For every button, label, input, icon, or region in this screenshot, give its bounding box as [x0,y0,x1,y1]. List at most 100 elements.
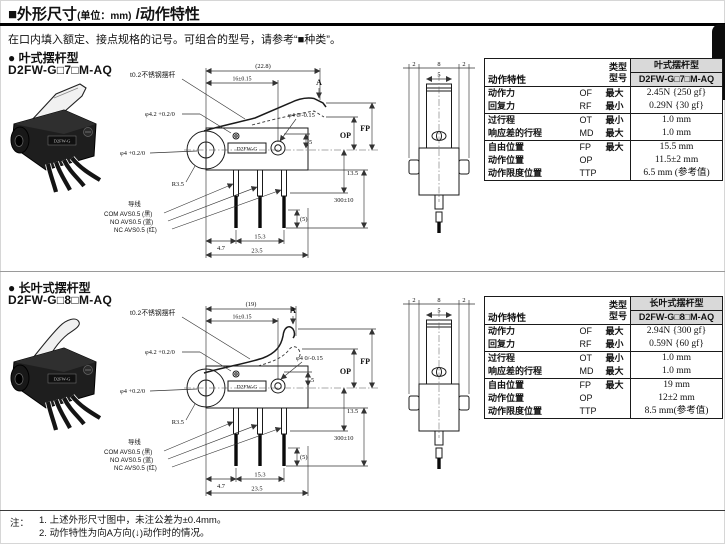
lead-label-nc: NC AVS0.5 (红) [114,226,157,234]
side-dim-2r: 2 [462,297,465,304]
photo-wires [45,156,102,193]
side-dim-2l: 2 [412,61,415,68]
dim-wire-length: 300±10 [334,435,353,442]
side-dim-2l: 2 [412,297,415,304]
dim-15-3: 15.3 [254,234,265,241]
dim-fp: FP [360,124,370,133]
note-item: 2. 动作特性为向A方向(↓)动作时的情况。 [39,527,210,539]
direction-label: A [290,306,296,315]
dim-hole-pitch: 16±0.15 [232,77,251,83]
drawing-body-label: D2FW-G [237,147,258,153]
dimension-drawing-long-leaf-lever: D2FW-G (19) 16±0.15 t0.2不锈钢摆杆 φ4.2 +0.2/… [104,301,378,496]
lever-material-note: t0.2不锈钢摆杆 [130,308,176,317]
side-dim-8: 8 [437,297,440,304]
dim-hole-top: φ4.2 +0.2/0 [145,349,175,356]
table-corner-label: 动作特性 [484,58,603,87]
section1-model: D2FW-G□7□M-AQ [8,63,113,77]
dim-overall-width: (22.8) [255,63,270,70]
dimension-drawing-leaf-lever: D2FW-G (22.8) 16±0.15 t0.2不锈钢摆杆 φ4.2 +0.… [104,63,378,258]
photo-body-label: D2FW-G [54,377,72,382]
table-type-model-label: 类型型号 [602,58,631,87]
dim-r3-5: R3.5 [172,419,184,426]
title-unit: (单位：mm) [77,11,132,22]
lead-label-nc: NC AVS0.5 (红) [114,464,157,472]
notes-label: 注： [10,518,30,529]
table-column-type: 长叶式摆杆型 [630,296,723,311]
table-type-model-label: 类型型号 [602,296,631,325]
dim-15-3: 15.3 [254,472,265,479]
dim-hole-top: φ4.2 +0.2/0 [145,111,175,118]
lead-label-com: COM AVS0.5 (黑) [104,449,152,456]
side-view-long-leaf-lever: 2 8 2 5 [403,297,475,469]
section1-heading: ● 叶式摆杆型 [8,51,79,65]
dim-wire-length: 300±10 [334,197,353,204]
lead-label-no: NO AVS0.5 (蓝) [110,456,153,464]
lead-title: 导线 [128,437,141,446]
side-view-leaf-lever: 2 8 2 5 [403,61,475,233]
note-item: 1. 上述外形尺寸图中，未注公差为±0.4mm。 [39,515,227,526]
table-column-model: D2FW-G□7□M-AQ [630,72,723,87]
dim-hole-right: φ4 0/-0.15 [288,112,315,119]
dim-fp: FP [360,357,370,366]
dim-13-5: 13.5 [347,408,358,415]
dim-strip-length: (5) [300,216,307,223]
dim-5: 5 [309,139,312,146]
lead-label-no: NO AVS0.5 (蓝) [110,218,153,226]
footnotes: 注： 1. 上述外形尺寸图中，未注公差为±0.4mm。 2. 动作特性为向A方向… [10,515,226,540]
side-dim-8: 8 [437,61,440,68]
product-photo-leaf-lever: D2FW-G [10,83,102,193]
dim-hole-left: φ4 +0.2/0 [120,150,145,157]
dim-hole-right: φ4 0/-0.15 [296,355,323,362]
photo-wires [45,394,102,431]
dim-hole-pitch: 16±0.15 [232,315,251,321]
drawing-body-label: D2FW-G [237,385,258,391]
table-column-type: 叶式摆杆型 [630,58,723,73]
dim-overall-width: (19) [246,301,257,308]
dim-op: OP [340,367,351,376]
dim-23-5: 23.5 [251,248,262,255]
title-prefix: ■外形尺寸 [8,6,78,23]
side-dim-2r: 2 [462,61,465,68]
table-column-model: D2FW-G□8□M-AQ [630,310,723,325]
dim-23-5: 23.5 [251,486,262,493]
section-divider [0,271,725,272]
page-title: ■外形尺寸(单位：mm) /动作特性 [8,3,200,24]
intro-text: 在口内填入额定、接点规格的记号。可组合的型号，请参考“■种类”。 [8,34,341,46]
dim-4-7: 4.7 [217,245,226,252]
direction-label: A [316,78,322,87]
dim-4-7: 4.7 [217,483,226,490]
photo-body-label: D2FW-G [54,139,72,144]
lever-material-note: t0.2不锈钢摆杆 [130,70,176,79]
notes-rule [0,510,725,511]
lead-title: 导线 [128,199,141,208]
dim-r3-5: R3.5 [172,181,184,188]
dim-5: 5 [311,377,314,384]
title-suffix: /动作特性 [131,6,200,23]
dim-op: OP [340,131,351,140]
section2-heading: ● 长叶式摆杆型 [8,281,91,295]
table-corner-label: 动作特性 [484,296,603,325]
dim-hole-left: φ4 +0.2/0 [120,388,145,395]
dim-strip-length: (5) [300,454,307,461]
lead-label-com: COM AVS0.5 (黑) [104,211,152,218]
dim-13-5: 13.5 [347,170,358,177]
product-photo-long-leaf-lever: D2FW-G [10,318,102,431]
section2-model: D2FW-G□8□M-AQ [8,293,113,307]
